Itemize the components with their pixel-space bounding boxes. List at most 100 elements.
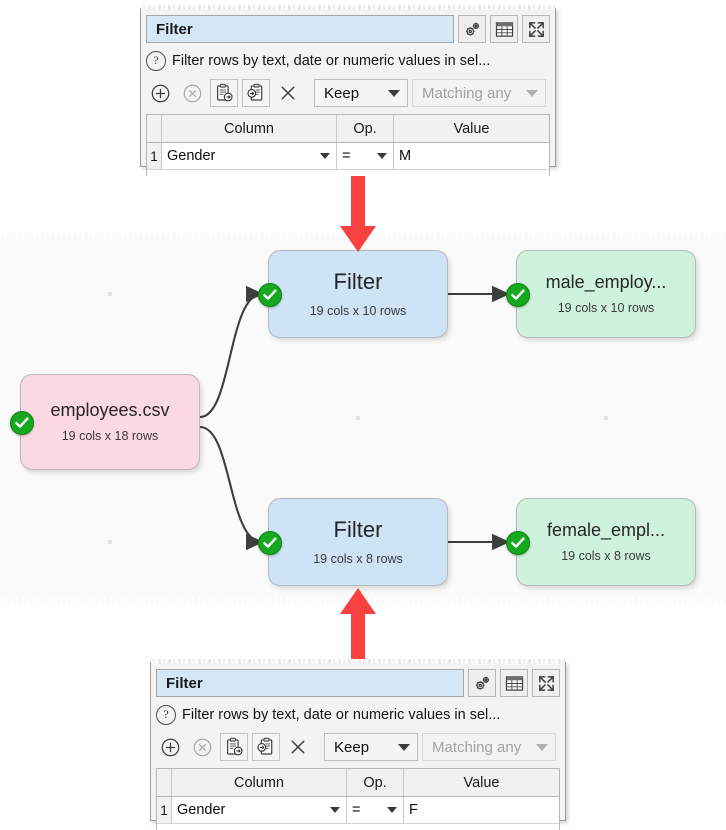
filter-panel-bottom[interactable]: Filter — [150, 659, 566, 830]
node-subtitle: 19 cols x 18 rows — [61, 429, 159, 444]
copy-to-clipboard-icon[interactable] — [220, 733, 248, 761]
panel-top-edge — [151, 659, 565, 663]
node-title: Filter — [333, 517, 383, 543]
node-female-employees-output[interactable]: female_empl... 19 cols x 8 rows — [506, 498, 696, 586]
keep-mode-value: Keep — [324, 84, 360, 102]
cell-op-select[interactable]: = — [347, 797, 404, 823]
node-filter-female[interactable]: Filter 19 cols x 8 rows — [258, 498, 448, 586]
settings-cogs-icon[interactable] — [468, 669, 496, 697]
grid-dot — [356, 416, 360, 420]
cell-column-select[interactable]: Gender — [162, 143, 337, 169]
clear-all-icon[interactable] — [274, 79, 302, 107]
connector-layer — [199, 285, 510, 551]
connector-source-to-filter-male — [199, 285, 264, 419]
panel-title-input[interactable]: Filter — [156, 669, 464, 697]
node-subtitle: 19 cols x 10 rows — [557, 301, 655, 316]
status-ok-icon — [258, 531, 282, 555]
panel-description-row: ? Filter rows by text, date or numeric v… — [146, 48, 550, 74]
node-employees-csv[interactable]: employees.csv 19 cols x 18 rows — [10, 374, 200, 470]
status-ok-icon — [506, 283, 530, 307]
table-header-column: Column — [162, 115, 337, 142]
match-mode-value: Matching any — [432, 738, 522, 756]
chevron-down-icon — [536, 743, 548, 751]
grid-dot — [108, 540, 112, 544]
grid-dot — [108, 292, 112, 296]
status-ok-icon — [10, 411, 34, 435]
add-circle-icon[interactable] — [156, 733, 184, 761]
table-header-rownum — [157, 769, 172, 796]
table-row[interactable]: 1 Gender = M — [147, 143, 549, 169]
node-filter-male[interactable]: Filter 19 cols x 10 rows — [258, 250, 448, 338]
panel-top-edge — [141, 5, 555, 9]
panel-description-text: Filter rows by text, date or numeric val… — [182, 707, 501, 723]
panel-header-row: Filter — [156, 668, 560, 698]
filter-panel-top[interactable]: Filter — [140, 5, 556, 176]
copy-to-clipboard-icon[interactable] — [210, 79, 238, 107]
paste-from-clipboard-icon[interactable] — [252, 733, 280, 761]
remove-circle-icon[interactable] — [188, 733, 216, 761]
flow-canvas[interactable]: employees.csv 19 cols x 18 rows Filter 1… — [0, 232, 726, 604]
question-mark-icon[interactable]: ? — [146, 51, 166, 71]
chevron-down-icon — [320, 153, 330, 159]
chevron-down-icon — [398, 743, 410, 751]
pointer-arrow-down — [340, 166, 376, 252]
panel-description-text: Filter rows by text, date or numeric val… — [172, 53, 491, 69]
chevron-down-icon — [526, 89, 538, 97]
node-title: Filter — [333, 269, 383, 295]
table-header-row: Column Op. Value — [147, 115, 549, 143]
chevron-down-icon — [330, 807, 340, 813]
expand-arrows-icon[interactable] — [522, 15, 550, 43]
clear-all-icon[interactable] — [284, 733, 312, 761]
grid-dot — [604, 416, 608, 420]
add-circle-icon[interactable] — [146, 79, 174, 107]
table-grid-icon[interactable] — [490, 15, 518, 43]
table-grid-icon[interactable] — [500, 669, 528, 697]
table-header-rownum — [147, 115, 162, 142]
pointer-arrow-up — [340, 588, 376, 674]
cell-op-value: = — [352, 802, 361, 818]
cell-op-select[interactable]: = — [337, 143, 394, 169]
filter-conditions-table[interactable]: Column Op. Value 1 Gender = — [146, 114, 550, 176]
connector-source-to-filter-female — [199, 425, 264, 551]
node-male-employees-output[interactable]: male_employ... 19 cols x 10 rows — [506, 250, 696, 338]
table-header-value: Value — [453, 120, 490, 137]
cell-value-input[interactable]: M — [399, 148, 412, 164]
keep-mode-select[interactable]: Keep — [324, 733, 418, 761]
table-header-op: Op. — [337, 115, 394, 142]
table-row[interactable]: 1 Gender = F — [157, 797, 559, 823]
chevron-down-icon — [377, 153, 387, 159]
table-header-row: Column Op. Value — [157, 769, 559, 797]
node-title: female_empl... — [546, 519, 666, 540]
cell-column-select[interactable]: Gender — [172, 797, 347, 823]
match-mode-select[interactable]: Matching any — [412, 79, 546, 107]
panel-description-row: ? Filter rows by text, date or numeric v… — [156, 702, 560, 728]
table-header-value: Value — [463, 774, 500, 791]
filter-conditions-table[interactable]: Column Op. Value 1 Gender = — [156, 768, 560, 830]
table-blank-row — [157, 823, 559, 830]
node-subtitle: 19 cols x 8 rows — [313, 551, 403, 566]
table-header-column: Column — [172, 769, 347, 796]
panel-toolbar: Keep Matching any — [156, 731, 560, 763]
node-subtitle: 19 cols x 8 rows — [561, 549, 651, 564]
cell-op-value: = — [342, 148, 351, 164]
status-ok-icon — [506, 531, 530, 555]
paste-from-clipboard-icon[interactable] — [242, 79, 270, 107]
keep-mode-value: Keep — [334, 738, 370, 756]
settings-cogs-icon[interactable] — [458, 15, 486, 43]
status-ok-icon — [258, 283, 282, 307]
node-title: employees.csv — [50, 399, 170, 420]
chevron-down-icon — [387, 807, 397, 813]
panel-title-input[interactable]: Filter — [146, 15, 454, 43]
node-title: male_employ... — [545, 271, 667, 292]
question-mark-icon[interactable]: ? — [156, 705, 176, 725]
table-blank-row — [147, 169, 549, 176]
panel-header-row: Filter — [146, 14, 550, 44]
expand-arrows-icon[interactable] — [532, 669, 560, 697]
keep-mode-select[interactable]: Keep — [314, 79, 408, 107]
match-mode-select[interactable]: Matching any — [422, 733, 556, 761]
chevron-down-icon — [388, 89, 400, 97]
cell-value-input[interactable]: F — [409, 802, 418, 818]
remove-circle-icon[interactable] — [178, 79, 206, 107]
panel-toolbar: Keep Matching any — [146, 77, 550, 109]
cell-column-value: Gender — [167, 148, 216, 164]
